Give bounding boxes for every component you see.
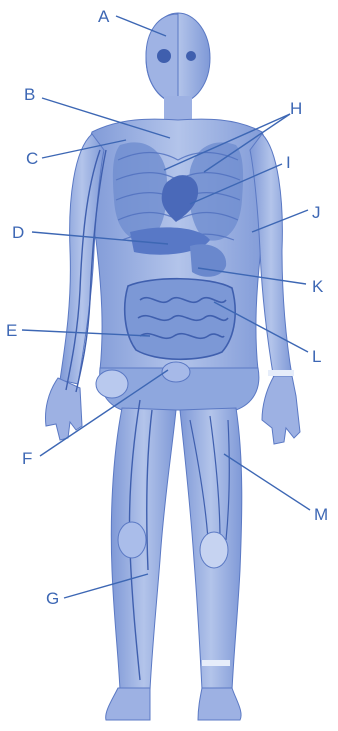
label-m: M: [314, 505, 328, 524]
left-knee: [118, 522, 146, 558]
label-c: C: [26, 149, 38, 168]
left-foot: [106, 688, 150, 720]
right-foot: [198, 688, 241, 720]
label-b: B: [24, 85, 35, 104]
label-i: I: [286, 153, 291, 172]
right-hand: [262, 376, 300, 444]
right-ankle-band: [202, 660, 230, 666]
label-j: J: [312, 203, 321, 222]
hip-bone: [96, 370, 128, 398]
label-a: A: [98, 7, 110, 26]
left-lung: [113, 142, 167, 240]
right-knee: [200, 532, 228, 568]
label-f: F: [22, 449, 32, 468]
eye: [186, 51, 196, 61]
intestines: [125, 279, 235, 360]
label-h: H: [290, 99, 302, 118]
label-k: K: [312, 277, 324, 296]
label-g: G: [46, 589, 59, 608]
label-d: D: [12, 223, 24, 242]
label-e: E: [6, 321, 17, 340]
human-body-figure: [46, 13, 301, 720]
eye-socket: [157, 49, 171, 63]
neck: [164, 96, 192, 122]
label-l: L: [312, 347, 321, 366]
right-wrist-band: [268, 370, 294, 376]
